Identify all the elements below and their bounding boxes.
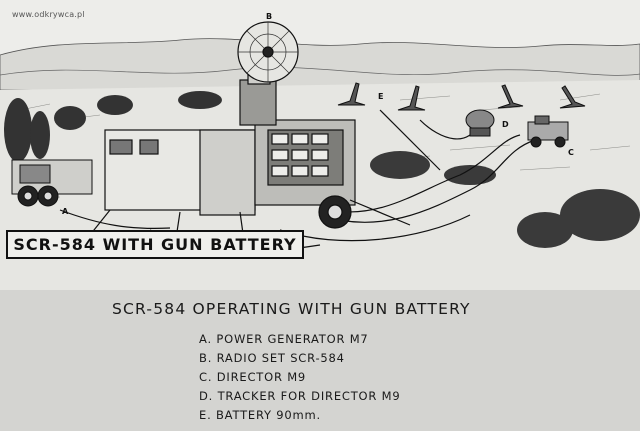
legend-item-a: A. POWER GENERATOR M7 — [199, 332, 369, 346]
caption-title: SCR-584 OPERATING WITH GUN BATTERY — [112, 300, 471, 318]
parts-legend: A. POWER GENERATOR M7 B. RADIO SET SCR-5… — [199, 330, 400, 425]
watermark-text: www.odkrywca.pl — [12, 10, 85, 19]
part-label-a: A — [62, 207, 69, 216]
banner-title: SCR-584 WITH GUN BATTERY — [6, 230, 304, 259]
caption-panel: SCR-584 OPERATING WITH GUN BATTERY A. PO… — [0, 290, 640, 431]
legend-item-b: B. RADIO SET SCR-584 — [199, 351, 345, 365]
legend-item-c: C. DIRECTOR M9 — [199, 370, 307, 384]
part-label-c: C — [568, 148, 574, 157]
legend-item-d: D. TRACKER FOR DIRECTOR M9 — [199, 389, 401, 403]
legend-item-e: E. BATTERY 90mm. — [199, 408, 321, 422]
part-label-e: E — [378, 92, 384, 101]
part-label-d: D — [502, 120, 509, 129]
part-label-b: B — [266, 12, 273, 21]
